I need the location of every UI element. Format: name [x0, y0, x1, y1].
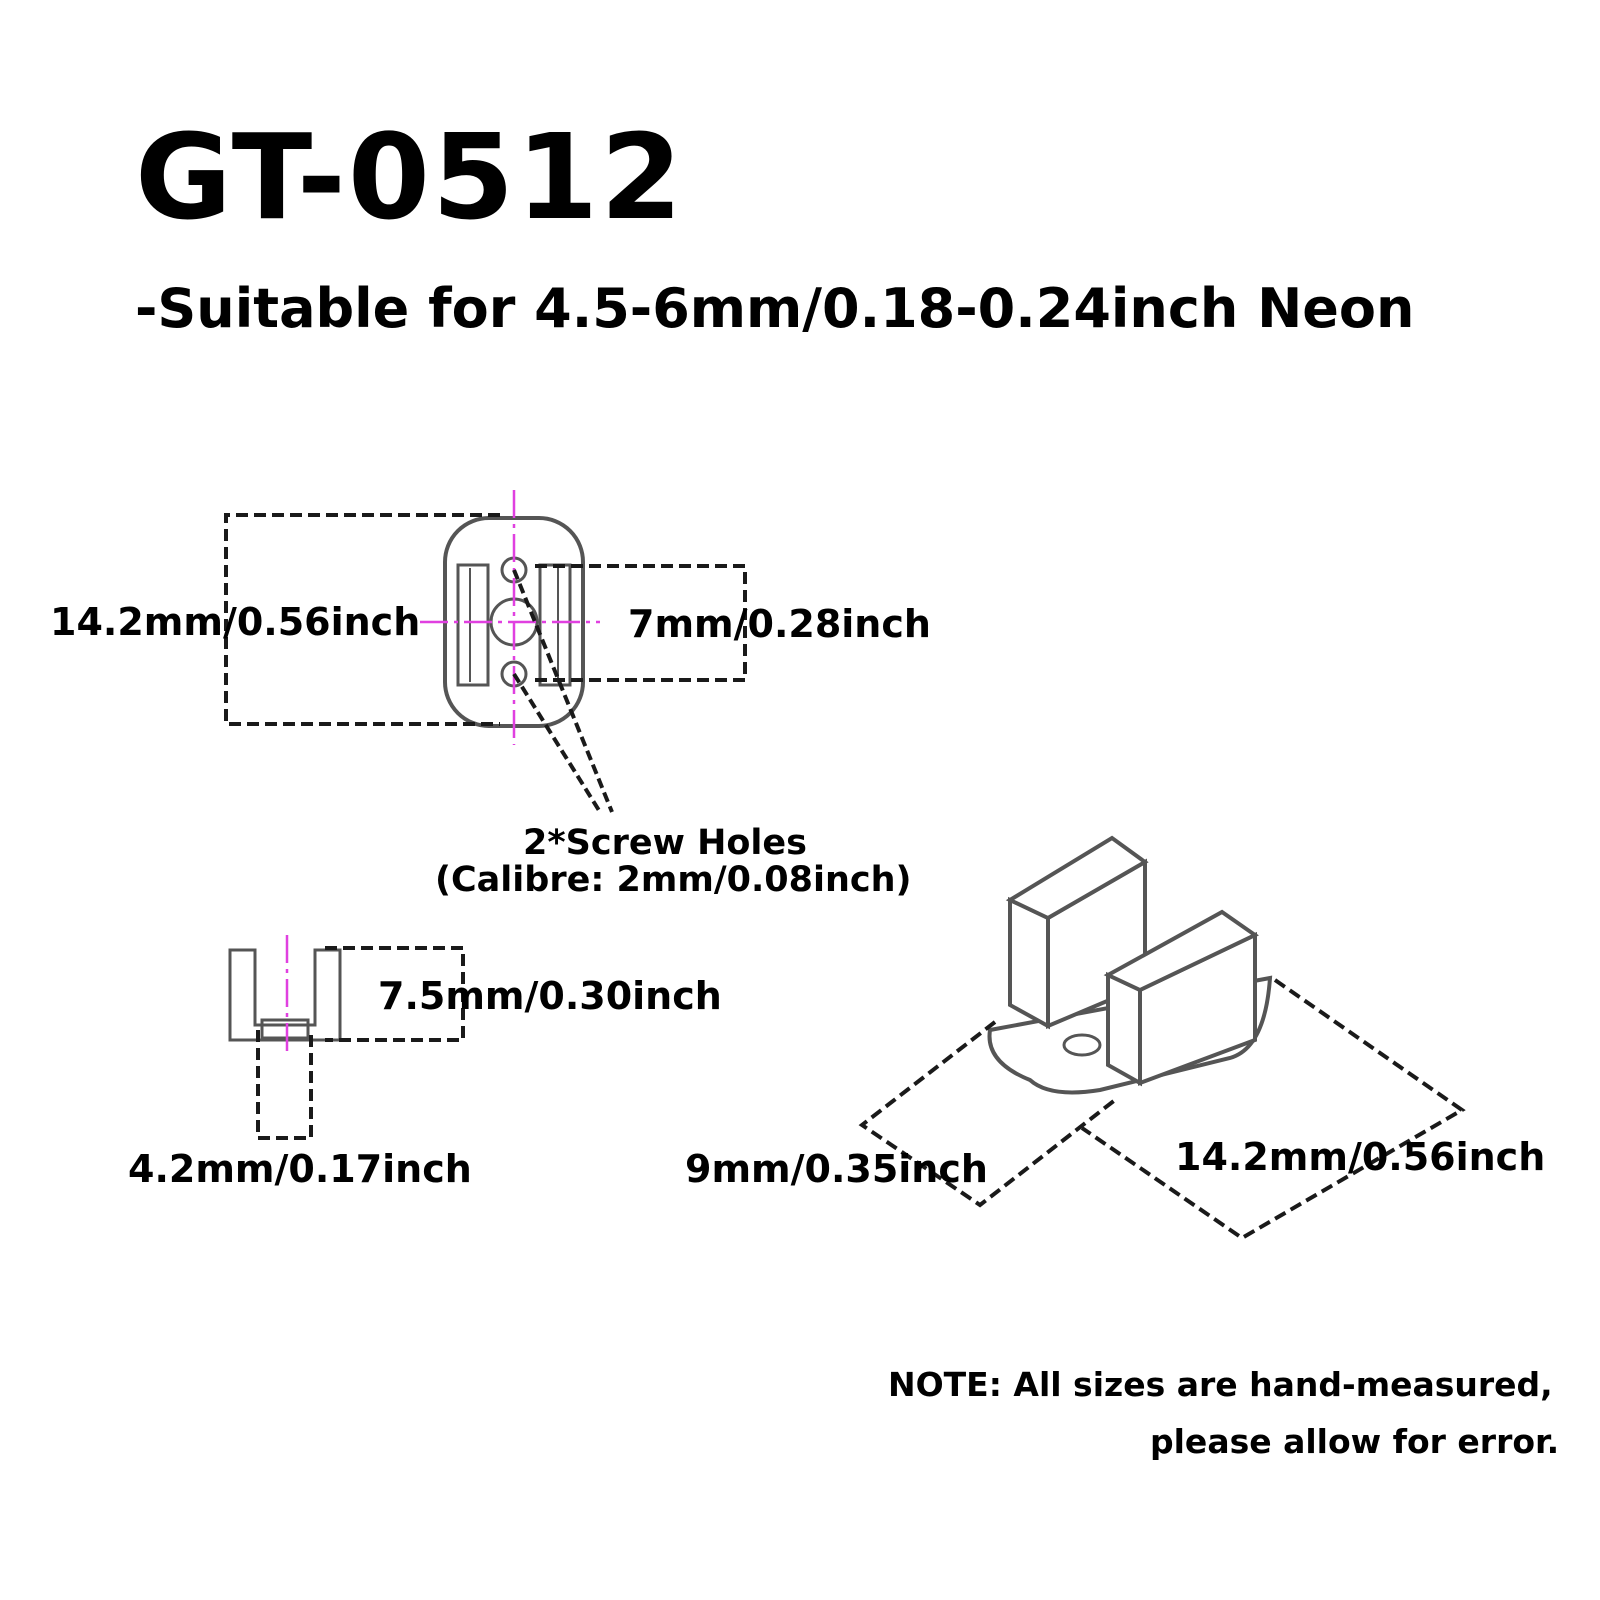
top-view — [224, 490, 747, 814]
side-view-gap-label: 4.2mm/0.17inch — [128, 1147, 472, 1191]
screw-hole-leader-2 — [512, 672, 602, 814]
iso-back-wall-top — [1005, 835, 1149, 921]
iso-dimensions — [858, 978, 1466, 1241]
top-view-height-bracket — [224, 513, 500, 726]
side-view-height-bracket — [325, 946, 465, 1042]
iso-length-bracket — [1080, 978, 1466, 1241]
note-line-1: NOTE: All sizes are hand-measured, — [888, 1365, 1553, 1404]
iso-front-wall-side — [1106, 971, 1142, 1087]
screw-hole-leader-1 — [512, 569, 614, 813]
iso-length-label: 14.2mm/0.56inch — [1175, 1135, 1546, 1179]
iso-front-wall-top — [1103, 909, 1259, 993]
top-view-height-label: 14.2mm/0.56inch — [50, 600, 421, 644]
side-view — [228, 935, 465, 1140]
model-title: GT-0512 — [135, 108, 685, 246]
screw-holes-label: 2*Screw Holes (Calibre: 2mm/0.08inch) — [435, 823, 912, 900]
iso-screw-hole — [1062, 1033, 1102, 1057]
screw-holes-calibre: (Calibre: 2mm/0.08inch) — [435, 859, 912, 900]
side-view-gap-bracket — [256, 1030, 313, 1140]
screw-holes-count: 2*Screw Holes — [522, 823, 808, 863]
note-line-2: please allow for error. — [1150, 1422, 1560, 1461]
iso-back-wall-side — [1008, 896, 1050, 1030]
iso-width-bracket — [858, 1020, 1117, 1208]
side-view-profile — [228, 948, 342, 1042]
top-view-inner-width-label: 7mm/0.28inch — [628, 602, 931, 646]
compatibility-subtitle: -Suitable for 4.5-6mm/0.18-0.24inch Neon — [135, 277, 1415, 340]
side-view-height-label: 7.5mm/0.30inch — [378, 974, 722, 1018]
iso-width-label: 9mm/0.35inch — [685, 1147, 988, 1191]
side-view-base — [260, 1018, 310, 1040]
iso-view — [987, 835, 1273, 1095]
top-view-left-slot — [456, 563, 490, 687]
